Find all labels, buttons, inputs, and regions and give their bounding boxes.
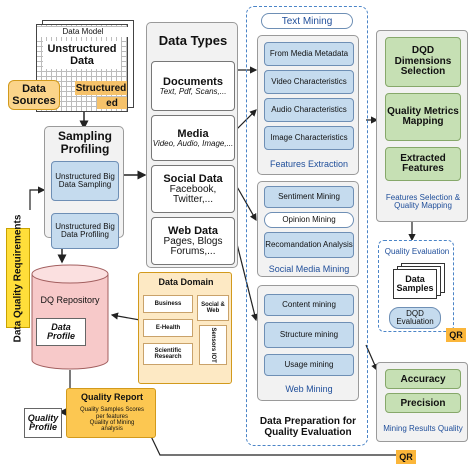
web-mining-label: Web Mining [285, 384, 333, 394]
social-media-mining-panel: Sentiment Mining Opinion Mining Recomand… [257, 181, 359, 277]
media-sub: Video, Audio, Image,... [152, 138, 234, 148]
web-title: Web Data [168, 224, 218, 237]
quality-mapping-label: Features Selection & Quality Mapping [385, 192, 461, 210]
documents-title: Documents [163, 75, 223, 88]
data-model-unstructured-line2: Data [70, 55, 94, 67]
arrow-requirements-to-sampling [29, 186, 46, 210]
documents-sub: Text, Pdf, Scans,... [159, 86, 227, 96]
data-model-unstructured: Unstructured Data [43, 41, 121, 69]
mining-results-label: Mining Results Quality [383, 423, 463, 433]
audio-characteristics: Audio Characteristics [264, 98, 354, 122]
qr-badge-top: QR [446, 328, 466, 342]
social-sub: Facebook, Twitter,... [169, 183, 217, 205]
usage-mining: Usage mining [264, 354, 354, 376]
mining-results-panel: Accuracy Precision Mining Results Qualit… [376, 362, 468, 442]
quality-evaluation-panel: Quality Evaluation Data Samples DQD Eval… [378, 240, 454, 332]
quality-report-title: Quality Report [80, 392, 143, 402]
quality-mapping-panel: DQD Dimensions Selection Quality Metrics… [376, 30, 468, 222]
content-mining: Content mining [264, 294, 354, 316]
data-types-title: Data Types [158, 32, 228, 48]
data-samples-stack: Data Samples [393, 263, 445, 299]
data-sources-box: Data Sources [8, 80, 60, 110]
sampling-box: Unstructured Big Data Sampling [51, 161, 119, 201]
features-extraction-label: Features Extraction [269, 159, 349, 169]
sampling-profiling-title: Sampling Profiling [57, 128, 112, 156]
repository-label: DQ Repository [40, 295, 100, 306]
domain-ehealth: E-Health [143, 319, 193, 337]
dq-repository: DQ Repository Data Profile [30, 264, 110, 372]
domain-social-web: Social & Web [197, 295, 229, 321]
data-model-title: Data Model [37, 27, 129, 37]
quality-report-sub3: Quality of Mining [89, 420, 135, 426]
qr-badge-bottom: QR [396, 450, 416, 464]
data-model-stack: Data Model Unstructured Data Structured … [36, 20, 134, 112]
video-characteristics: Video Characteristics [264, 70, 354, 94]
accuracy-box: Accuracy [385, 369, 461, 389]
quality-report-sub4: analysis [101, 426, 123, 433]
image-characteristics: Image Characteristics [264, 126, 354, 150]
profiling-box: Unstructured Big Data Profiling [51, 213, 119, 249]
data-domain-panel: Data Domain Business Social & Web E-Heal… [138, 272, 232, 384]
media-title: Media [177, 127, 209, 140]
quality-report-sub1: Quality Samples Scores [79, 407, 145, 414]
dqd-evaluation-box: DQD Evaluation [389, 307, 441, 329]
structure-mining: Structure mining [264, 322, 354, 348]
precision-box: Precision [385, 393, 461, 413]
quality-report-sub: Quality Samples Scores per features Qual… [67, 403, 157, 437]
social-media-mining-label: Social Media Mining [268, 264, 350, 274]
dqd-dimensions-selection: DQD Dimensions Selection [385, 37, 461, 87]
data-quality-requirements-banner: Data Quality Requirements [6, 214, 30, 342]
data-samples-label: Data Samples [393, 269, 437, 299]
data-preparation-panel: Text Mining From Media Metadata Video Ch… [246, 6, 368, 446]
text-mining-box: Text Mining [261, 13, 353, 29]
data-domain-title: Data Domain [158, 277, 214, 288]
quality-profile-doc: Quality Profile [24, 408, 62, 438]
quality-evaluation-label: Quality Evaluation [384, 246, 450, 256]
web-mining-panel: Content mining Structure mining Usage mi… [257, 285, 359, 401]
data-model-structured-2: ed [97, 97, 127, 109]
quality-report-sub2: per features [95, 413, 129, 420]
repository-data-profile: Data Profile [36, 318, 86, 346]
opinion-mining: Opinion Mining [264, 212, 354, 228]
arrow-qr-to-report [147, 428, 412, 456]
domain-scientific: Scientific Research [143, 343, 193, 365]
data-types-documents: Documents Text, Pdf, Scans,... [151, 61, 235, 111]
data-types-panel: Data Types Documents Text, Pdf, Scans,..… [146, 22, 238, 268]
arrow-domain-to-repository [110, 312, 141, 321]
web-sub: Pages, Blogs Forums,... [163, 235, 223, 257]
data-types-web: Web Data Pages, Blogs Forums,... [151, 217, 235, 265]
features-extraction-panel: From Media Metadata Video Characteristic… [257, 35, 359, 175]
domain-sensors: Sensors IOT [199, 325, 227, 365]
data-quality-requirements-label: Data Quality Requirements [12, 214, 24, 342]
from-media-metadata: From Media Metadata [264, 42, 354, 66]
quality-metrics-mapping: Quality Metrics Mapping [385, 93, 461, 141]
data-model-structured: Structured [75, 81, 127, 95]
extracted-features: Extracted Features [385, 147, 461, 181]
sentiment-mining: Sentiment Mining [264, 186, 354, 208]
recommendation-analysis: Recomandation Analysis [264, 232, 354, 258]
data-preparation-label: Data Preparation for Quality Evaluation [259, 415, 357, 439]
social-title: Social Data [163, 172, 223, 185]
domain-business: Business [143, 295, 193, 313]
quality-report-box: Quality Report Quality Samples Scores pe… [66, 388, 156, 438]
domain-sensors-label: Sensors IOT [210, 327, 217, 363]
data-types-social: Social Data Facebook, Twitter,... [151, 165, 235, 213]
data-model-unstructured-line1: Unstructured [47, 42, 117, 55]
data-types-media: Media Video, Audio, Image,... [151, 115, 235, 161]
sampling-profiling-panel: Sampling Profiling Unstructured Big Data… [44, 126, 124, 249]
